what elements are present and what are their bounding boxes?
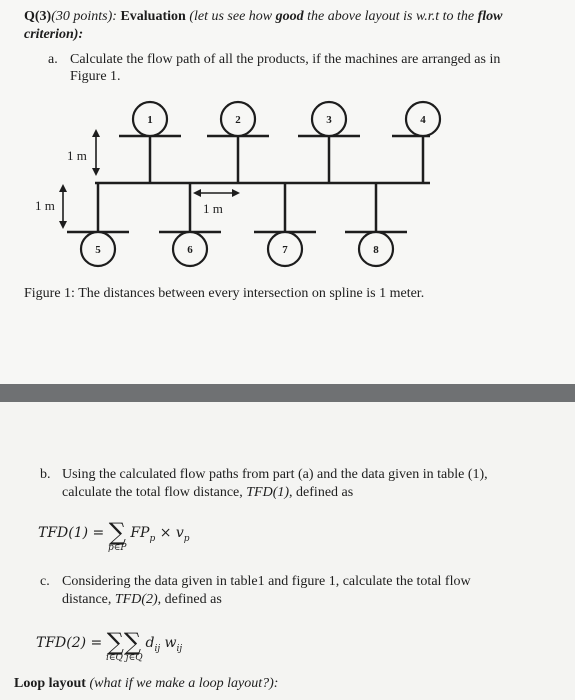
machine-7-circle xyxy=(266,230,304,268)
part-c-tfd2: TFD(2) xyxy=(114,592,158,607)
dim-horizontal-arrow-right xyxy=(232,189,240,197)
figure-caption: Figure 1: The distances between every in… xyxy=(24,286,425,301)
dim-vertical-left-label: 1 m xyxy=(35,198,55,213)
eq2-term: dij wij xyxy=(145,635,183,654)
eq2-sub-2: ij xyxy=(176,643,183,654)
question-good: good xyxy=(275,9,304,24)
dim-horizontal-arrow-left xyxy=(193,189,201,197)
part-c-text-2: distance, xyxy=(62,592,112,607)
machine-1-label: 1 xyxy=(147,114,153,126)
part-c-text: Considering the data given in table1 and… xyxy=(62,573,542,609)
eq1-lhs: TFD(1) = xyxy=(38,525,105,541)
part-c-text-1: Considering the data given in table1 and… xyxy=(62,574,471,589)
eq2-lhs: TFD(2) = xyxy=(36,635,103,651)
part-b-text-3: , defined as xyxy=(289,485,354,500)
loop-label: Loop layout xyxy=(14,676,86,691)
machine-8-label: 8 xyxy=(373,244,379,256)
eq2-under: i∈Q j∈Q xyxy=(106,653,143,663)
equation-tfd1: TFD(1) = ∑ FPp × vp p∈P xyxy=(38,515,190,553)
part-c-text-3: , defined as xyxy=(157,592,222,607)
eq1-sigma: ∑ xyxy=(108,518,126,546)
eq1-sub-1: p xyxy=(149,533,156,544)
eq2-sub-1: ij xyxy=(154,643,161,654)
question-criterion: criterion): xyxy=(24,27,84,42)
dim-vertical-top-label: 1 m xyxy=(67,148,87,163)
page-upper xyxy=(0,0,575,384)
machine-1-circle xyxy=(131,100,169,138)
equation-tfd2: TFD(2) = ∑∑ dij wij i∈Q j∈Q xyxy=(36,625,183,663)
question-points: (30 points) xyxy=(51,9,113,24)
machine-5-circle xyxy=(79,230,117,268)
eq1-term: FPp × vp xyxy=(130,525,190,544)
eq1-sub-2: p xyxy=(183,533,190,544)
part-b-text: Using the calculated flow paths from par… xyxy=(62,466,562,502)
dim-horizontal-label: 1 m xyxy=(203,201,223,216)
question-flow: flow xyxy=(477,9,503,24)
question-number: Q(3) xyxy=(24,9,52,24)
part-b: b. Using the calculated flow paths from … xyxy=(40,466,488,500)
page-lower xyxy=(0,402,575,700)
eq2-w: w xyxy=(160,635,177,651)
dim-vertical-left-arrow-down xyxy=(59,221,67,229)
machine-6-circle xyxy=(171,230,209,268)
machine-2-label: 2 xyxy=(235,114,241,126)
dim-vertical-top-arrow-down xyxy=(92,168,100,176)
question-desc-a: (let us see how xyxy=(189,9,273,24)
eq1-times: × v xyxy=(155,525,184,541)
machine-4-circle xyxy=(404,100,442,138)
machine-4-label: 4 xyxy=(420,114,426,126)
loop-layout-line: Loop layout (what if we make a loop layo… xyxy=(14,675,278,692)
eq1-under: p∈P xyxy=(108,543,127,553)
machine-8-circle xyxy=(357,230,395,268)
question-heading: Q(3)(30 points): Evaluation (let us see … xyxy=(24,8,564,44)
eq1-fp: FP xyxy=(130,525,150,541)
part-a-text: Calculate the flow path of all the produ… xyxy=(70,52,501,84)
machine-3-circle xyxy=(310,100,348,138)
page-separator xyxy=(0,384,575,402)
loop-note: (what if we make a loop layout?): xyxy=(89,676,279,691)
machine-2-circle xyxy=(219,100,257,138)
part-b-text-1: Using the calculated flow paths from par… xyxy=(62,467,488,482)
part-a: a. Calculate the flow path of all the pr… xyxy=(48,51,500,84)
part-c: c. Considering the data given in table1 … xyxy=(40,573,471,607)
dim-vertical-top-arrow-up xyxy=(92,129,100,137)
part-b-text-2: calculate the total flow distance, xyxy=(62,485,243,500)
machine-7-label: 7 xyxy=(282,244,288,256)
part-a-marker: a. xyxy=(48,52,58,67)
machine-3-label: 3 xyxy=(326,114,332,126)
machine-6-label: 6 xyxy=(187,244,193,256)
eq2-sigma: ∑∑ xyxy=(106,628,142,656)
part-b-tfd1: TFD(1) xyxy=(246,485,290,500)
part-b-marker: b. xyxy=(40,467,51,482)
question-colon: : xyxy=(112,9,117,24)
figure-1: 1 2 3 4 5 6 7 8 1 m 1 m 1 m xyxy=(35,100,442,268)
eq2-d: d xyxy=(145,635,155,651)
machine-5-label: 5 xyxy=(95,244,101,256)
dim-vertical-left-arrow-up xyxy=(59,184,67,192)
part-c-marker: c. xyxy=(40,574,50,589)
question-desc-b: the above layout is w.r.t to the xyxy=(307,9,475,24)
question-title: Evaluation xyxy=(120,9,186,24)
